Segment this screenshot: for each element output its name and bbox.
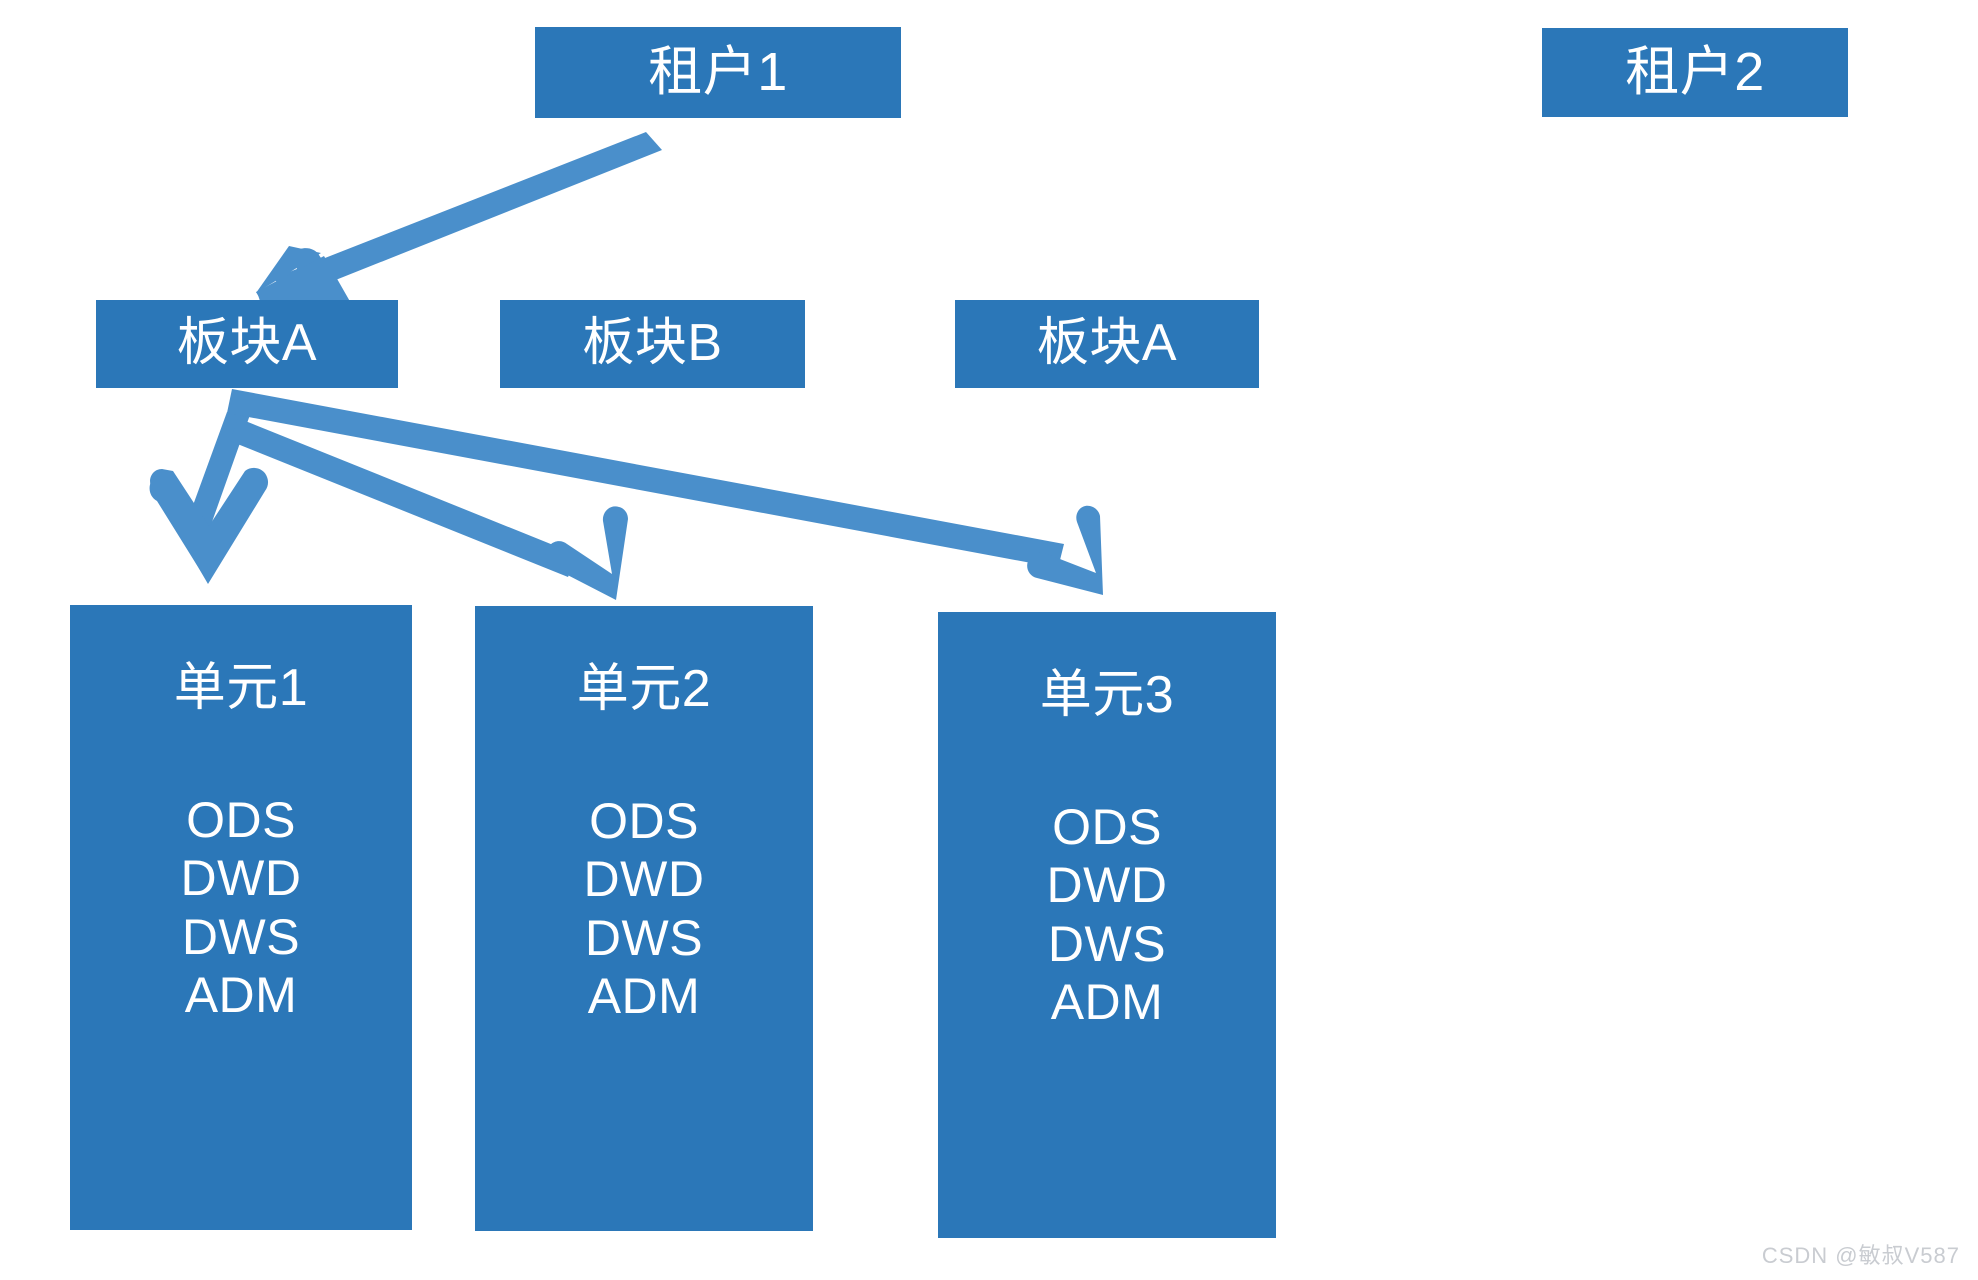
section-box-a2[interactable]: 板块A bbox=[955, 300, 1259, 388]
unit-layer: ODS bbox=[186, 791, 296, 848]
section-box-b[interactable]: 板块B bbox=[500, 300, 805, 388]
unit-box-3-layers: ODS DWD DWS ADM bbox=[1047, 798, 1168, 1032]
tenant-box-2[interactable]: 租户2 bbox=[1542, 28, 1848, 117]
unit-box-3-title: 单元3 bbox=[1039, 666, 1175, 724]
unit-layer: DWS bbox=[584, 909, 704, 966]
arrow-sectionA-to-unit2 bbox=[230, 418, 628, 600]
tenant-box-2-label: 租户2 bbox=[1625, 42, 1765, 103]
arrow-sectionA-to-unit1 bbox=[149, 412, 269, 584]
section-box-a1-label: 板块A bbox=[176, 314, 318, 373]
unit-box-2-title: 单元2 bbox=[576, 660, 712, 718]
unit-box-1-title: 单元1 bbox=[173, 659, 309, 717]
tenant-box-1-label: 租户1 bbox=[648, 42, 788, 103]
unit-layer: ADM bbox=[1050, 974, 1164, 1031]
unit-layer: DWD bbox=[180, 850, 302, 907]
unit-layer: ODS bbox=[1052, 798, 1162, 855]
unit-layer: DWD bbox=[1046, 857, 1168, 914]
tenant-box-1[interactable]: 租户1 bbox=[535, 27, 901, 118]
unit-box-2-layers: ODS DWD DWS ADM bbox=[584, 792, 705, 1026]
unit-layer: DWS bbox=[181, 908, 301, 965]
unit-box-1[interactable]: 单元1 ODS DWD DWS ADM bbox=[70, 605, 412, 1230]
csdn-watermark: CSDN @敏叔V587 bbox=[1761, 1243, 1960, 1268]
unit-layer: ODS bbox=[589, 792, 699, 849]
unit-layer: DWD bbox=[583, 851, 705, 908]
unit-layer: DWS bbox=[1047, 915, 1167, 972]
section-box-a2-label: 板块A bbox=[1036, 314, 1178, 373]
unit-box-3[interactable]: 单元3 ODS DWD DWS ADM bbox=[938, 612, 1276, 1238]
unit-layer: ADM bbox=[184, 967, 298, 1024]
section-box-a1[interactable]: 板块A bbox=[96, 300, 398, 388]
arrow-sectionA-to-unit3 bbox=[227, 389, 1103, 595]
unit-box-1-layers: ODS DWD DWS ADM bbox=[181, 791, 302, 1025]
section-box-b-label: 板块B bbox=[582, 314, 723, 373]
unit-box-2[interactable]: 单元2 ODS DWD DWS ADM bbox=[475, 606, 813, 1231]
unit-layer: ADM bbox=[587, 968, 701, 1025]
